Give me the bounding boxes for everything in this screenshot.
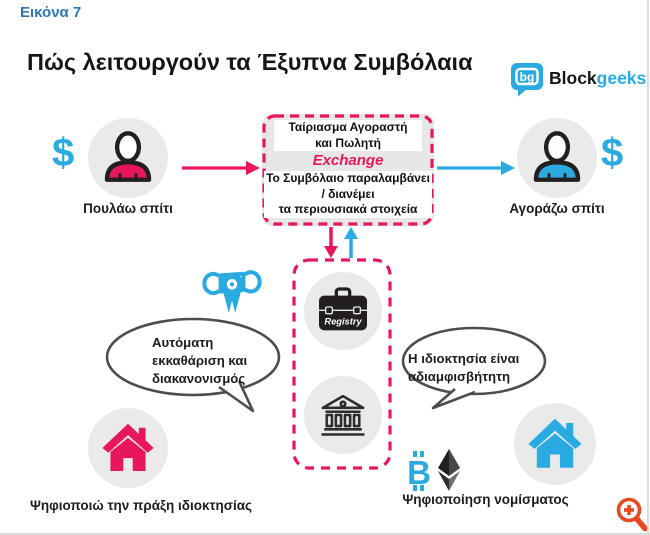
- exchange-box-dashed-border: [262, 114, 434, 226]
- arrow-seller-to-exchange-icon: [182, 160, 260, 181]
- exchange-line-4: / διανέμει: [264, 186, 432, 202]
- person-seller-icon: [104, 131, 152, 182]
- deed-house-circle: [88, 408, 168, 488]
- house-blue-icon: [528, 418, 582, 468]
- page-title: Πώς λειτουργούν τα Έξυπνα Συμβόλαια: [27, 49, 473, 75]
- page-bottom-border: [0, 533, 650, 535]
- bubble-right-text: Η ιδιοκτησία είναι αδιαμφισβήτητη: [408, 350, 519, 386]
- exchange-line-3: Το Συμβόλαιο παραλαμβάνει: [264, 171, 432, 187]
- bubble-right-line-2: αδιαμφισβήτητη: [408, 369, 511, 384]
- bubble-left-line-1: Αυτόματη: [152, 335, 214, 350]
- seller-avatar: [88, 118, 168, 198]
- bubble-left-line-3: διακανονισμός: [152, 371, 246, 386]
- currency-label: Ψηφιοποίηση νομίσματος: [402, 492, 569, 507]
- arrow-registry-to-exchange-icon: [344, 227, 358, 263]
- page-right-border: [647, 0, 649, 535]
- bank-circle: [304, 376, 382, 454]
- registry-circle: Registry: [304, 272, 382, 350]
- exchange-line-2: και Πωλητή: [274, 135, 422, 151]
- speech-bubble-right: [399, 326, 551, 419]
- bubble-right-line-1: Η ιδιοκτησία είναι: [408, 351, 520, 366]
- bubble-left-line-2: εκκαθάριση και: [152, 353, 248, 368]
- speech-bubble-left: [103, 317, 285, 422]
- logo-text-geeks: geeks: [596, 68, 647, 88]
- exchange-line-5: τα περιουσιακά στοιχεία: [264, 202, 432, 218]
- seller-label: Πουλάω σπίτι: [83, 201, 173, 216]
- bitcoin-letter: B: [407, 454, 431, 491]
- seller-dollar-icon: $: [52, 131, 75, 175]
- blockgeeks-wordmark: Blockgeeks: [549, 68, 646, 89]
- blockchain-panel-dashed-border: [292, 258, 392, 470]
- arrow-exchange-to-registry-icon: [324, 227, 338, 263]
- buyer-dollar-icon: $: [601, 131, 624, 175]
- ethereum-icon: [437, 449, 461, 497]
- exchange-line-1: Ταίριασμα Αγοραστή: [274, 120, 422, 136]
- logo-text-block: Block: [549, 68, 597, 88]
- exchange-box-bottom-text: Το Συμβόλαιο παραλαμβάνει / διανέμει τα …: [264, 171, 432, 218]
- registry-label: Registry: [324, 316, 362, 326]
- blockgeeks-icon: bg: [509, 61, 545, 97]
- arrow-exchange-to-buyer-icon: [437, 160, 515, 181]
- figure-label: Εικόνα 7: [20, 4, 82, 21]
- buyer-avatar: [517, 118, 597, 198]
- bubble-left-text: Αυτόματη εκκαθάριση και διακανονισμός: [152, 334, 247, 388]
- deed-label: Ψηφιοποιώ την πράξη ιδιοκτησίας: [29, 498, 253, 513]
- person-buyer-icon: [533, 131, 581, 182]
- briefcase-icon: Registry: [319, 287, 367, 331]
- zoom-in-icon[interactable]: [615, 496, 649, 535]
- exchange-box-top-text: Ταίριασμα Αγοραστή και Πωλητή: [274, 120, 422, 151]
- exchange-box: Ταίριασμα Αγοραστή και Πωλητή Exchange Τ…: [262, 114, 434, 226]
- buyer-label: Αγοράζω σπίτι: [509, 201, 605, 216]
- bank-icon: [321, 394, 365, 436]
- bitcoin-icon: B: [404, 450, 434, 497]
- certificate-icon: [193, 264, 271, 321]
- house-pink-icon: [102, 423, 154, 471]
- buyer-house-circle: [514, 403, 596, 485]
- exchange-highlight: Exchange: [312, 152, 384, 169]
- blockgeeks-icon-letters: bg: [520, 70, 535, 84]
